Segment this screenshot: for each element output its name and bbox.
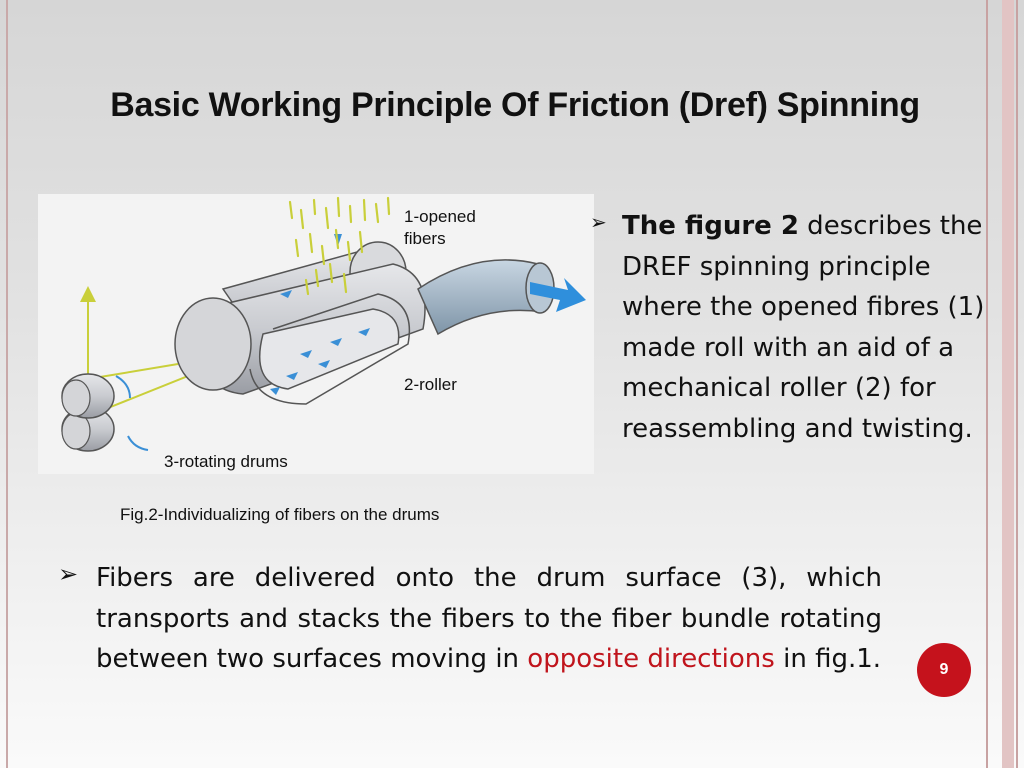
- slide-border-left: [6, 0, 8, 768]
- rotation-arrow-2: [127, 435, 149, 451]
- bottom-bullet-text: Fibers are delivered onto the drum surfa…: [96, 558, 882, 680]
- output-tube: [417, 259, 586, 336]
- label-rotating-drums: 3-rotating drums: [164, 452, 288, 471]
- page-number-badge: 9: [917, 643, 971, 697]
- bottom-bullet-highlight: opposite directions: [527, 644, 775, 675]
- axis-diagonal-line: [87, 363, 179, 380]
- slide-border-right-band: [1002, 0, 1014, 768]
- output-arrow: [530, 278, 586, 312]
- label-opened-fibers-line2: fibers: [404, 229, 446, 248]
- right-bullet-text: The figure 2 describes the DREF spinning…: [622, 206, 992, 450]
- slide-border-right-line-outer: [1016, 0, 1018, 768]
- figure-caption: Fig.2-Individualizing of fibers on the d…: [120, 505, 440, 524]
- arrowhead-bullet-icon: ➢: [58, 560, 79, 588]
- right-bullet-bold: The figure 2: [622, 211, 799, 241]
- label-roller: 2-roller: [404, 375, 457, 394]
- right-bullet-rest: describes the DREF spinning principle wh…: [622, 211, 985, 444]
- fiber-strands: [288, 196, 391, 296]
- bottom-bullet-part1: Fibers are delivered onto the drum surfa…: [96, 563, 882, 675]
- rotation-arrow-1: [115, 375, 131, 399]
- label-opened-fibers-line1: 1-opened: [404, 207, 476, 226]
- slide-title: Basic Working Principle Of Friction (Dre…: [110, 86, 920, 124]
- bottom-bullet-part2: in fig.1.: [774, 644, 882, 675]
- dref-illustration: [61, 196, 586, 452]
- arrowhead-bullet-icon: ➢: [590, 210, 607, 234]
- small-drums: [61, 373, 115, 452]
- label-opened-fibers: 1-opened fibers: [404, 206, 476, 250]
- slide-border-right-line: [986, 0, 988, 768]
- roller: [249, 293, 411, 405]
- dref-figure: 1-opened fibers 2-roller 3-rotating drum…: [38, 194, 594, 474]
